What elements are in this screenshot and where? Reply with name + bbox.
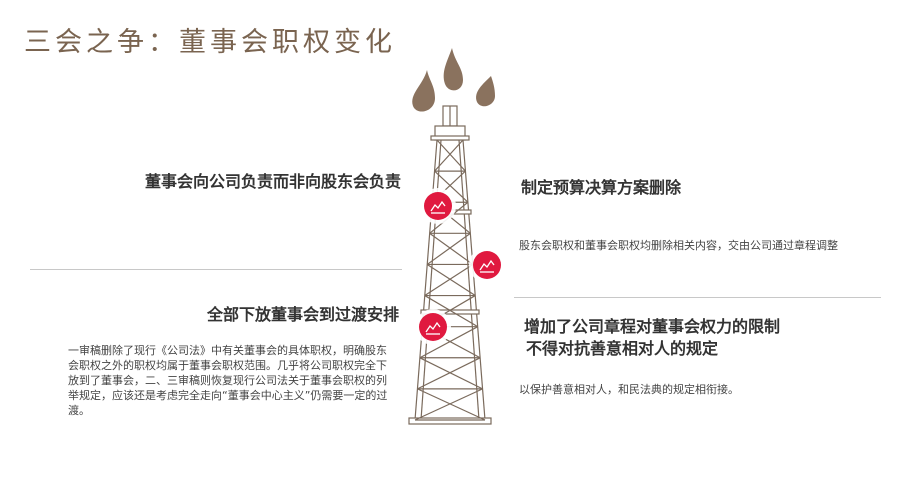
brace-line <box>434 139 464 172</box>
brace-line <box>417 388 486 421</box>
oil-derrick-illustration <box>408 48 495 425</box>
brace-line <box>426 232 471 265</box>
right-top-heading: 制定预算决算方案删除 <box>521 178 682 197</box>
chart-badge-top <box>424 192 452 220</box>
droplet-right <box>476 76 495 107</box>
brace-line <box>436 139 466 172</box>
left-top-heading: 董事会向公司负责而非向股东会负责 <box>144 172 401 191</box>
left-bottom-body: 一审稿删除了现行《公司法》中有关董事会的具体职权，明确股东会职权之外的职权均属于… <box>68 344 388 417</box>
brace-line <box>429 201 469 234</box>
right-bottom-heading-line1: 增加了公司章程对董事会权力的限制 <box>524 317 781 336</box>
right-divider <box>514 297 881 298</box>
page-title: 三会之争：董事会职权变化 <box>24 27 396 58</box>
brace-line <box>434 170 469 203</box>
left-divider <box>30 269 402 270</box>
right-bottom-heading-line2: 不得对抗善意相对人的规定 <box>526 339 719 358</box>
brace-line <box>424 295 478 328</box>
droplet-left <box>412 70 435 112</box>
chart-badge-icon <box>479 259 495 273</box>
brace-line <box>426 263 476 297</box>
left-bottom-heading: 全部下放董事会到过渡安排 <box>206 305 399 324</box>
chart-badge-middle <box>473 251 501 279</box>
chart-badge-icon <box>425 321 441 335</box>
brace-line <box>417 357 481 390</box>
right-bottom-body: 以保护善意相对人，和民法典的规定相衔接。 <box>519 383 739 396</box>
right-top-body: 股东会职权和董事会职权均删除相关内容，交由公司通过章程调整 <box>519 239 838 252</box>
chart-badge-bottom <box>419 313 447 341</box>
droplet-middle <box>443 48 463 91</box>
brace-line <box>414 388 483 421</box>
brace-line <box>419 357 483 390</box>
brace-line <box>419 326 478 359</box>
brace-line <box>424 263 474 297</box>
chart-badge-icon <box>430 200 446 214</box>
brace-line <box>429 232 474 265</box>
